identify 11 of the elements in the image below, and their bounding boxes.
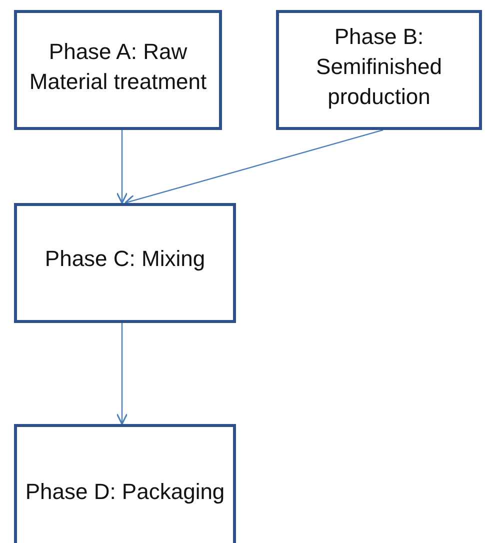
arrow (116, 323, 128, 425)
step-label: Phase A: Raw Material treatment (28, 38, 208, 96)
step-label: Phase D: Packaging (25, 478, 225, 506)
arrow (124, 129, 384, 206)
step-label: Phase C: Mixing (44, 245, 206, 273)
process-box (14, 203, 236, 323)
step-label: Phase B: Semifinished production (315, 23, 443, 111)
arrow (116, 130, 128, 204)
process-box (14, 424, 236, 543)
process-box (276, 10, 482, 130)
process-box (14, 10, 222, 130)
